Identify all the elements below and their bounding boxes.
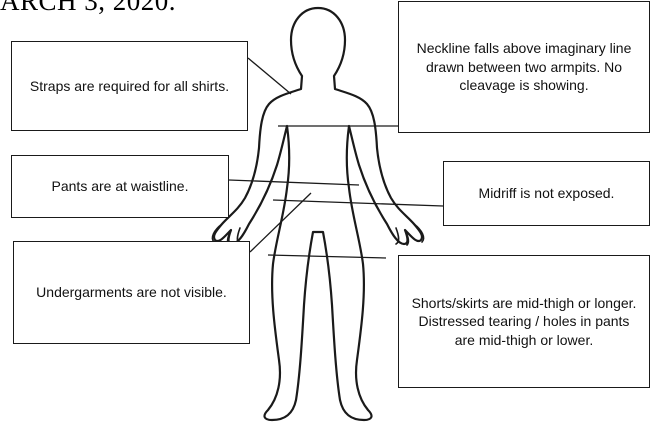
callout-neckline: Neckline falls above imaginary line draw… — [398, 1, 650, 133]
callout-neckline-text: Neckline falls above imaginary line draw… — [407, 39, 641, 94]
callout-straps-text: Straps are required for all shirts. — [30, 77, 229, 95]
callout-shorts-skirts-text: Shorts/skirts are mid-thigh or longer. D… — [407, 294, 641, 349]
waistline-line — [229, 180, 359, 185]
undergarments-leader-line — [250, 193, 311, 252]
callout-shorts-skirts: Shorts/skirts are mid-thigh or longer. D… — [398, 255, 650, 388]
callout-pants-text: Pants are at waistline. — [52, 177, 189, 195]
callout-midriff-text: Midriff is not exposed. — [479, 184, 615, 202]
callout-midriff: Midriff is not exposed. — [443, 161, 650, 226]
callout-undergarments-text: Undergarments are not visible. — [36, 283, 227, 301]
callout-pants: Pants are at waistline. — [11, 155, 229, 218]
straps-leader-line — [248, 58, 291, 94]
callout-straps: Straps are required for all shirts. — [11, 41, 248, 131]
callout-undergarments: Undergarments are not visible. — [13, 241, 250, 344]
